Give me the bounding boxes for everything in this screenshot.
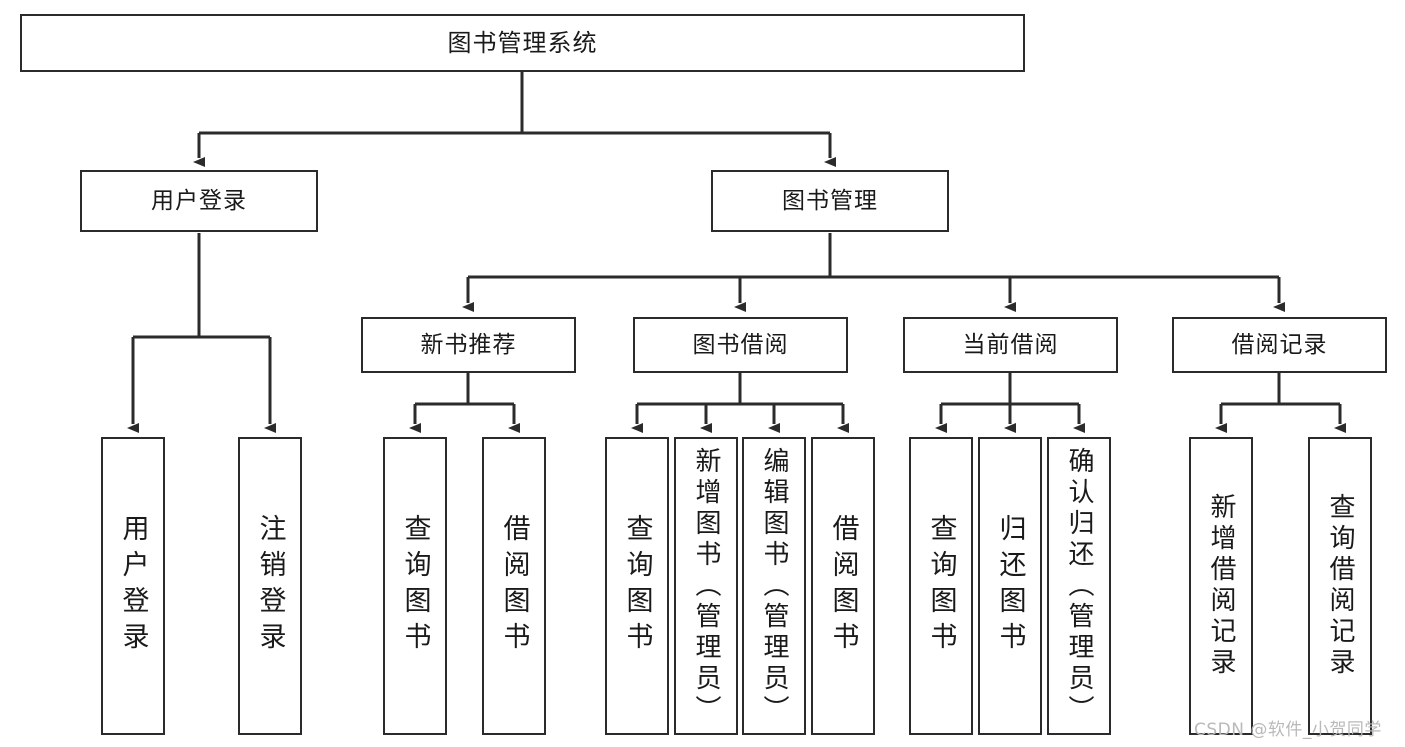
node-label: 图书管理	[782, 187, 878, 214]
leaf-logout[interactable]: 注销登录	[238, 437, 302, 735]
leaf-current-confirm-return-admin[interactable]: 确认归还（管理员）	[1047, 437, 1111, 735]
csdn-watermark: CSDN @软件_小贺同学	[1194, 720, 1382, 740]
node-label: 借阅图书	[498, 514, 530, 658]
leaf-recommend-borrow-book[interactable]: 借阅图书	[482, 437, 546, 735]
node-label: 用户登录	[117, 514, 149, 658]
node-label: 借阅记录	[1231, 331, 1328, 358]
node-user-login[interactable]: 用户登录	[80, 170, 318, 232]
leaf-borrow-query-book[interactable]: 查询图书	[605, 437, 669, 735]
node-root-system[interactable]: 图书管理系统	[20, 14, 1025, 72]
node-label: 图书借阅	[692, 331, 789, 358]
leaf-borrow-add-book-admin[interactable]: 新增图书（管理员）	[674, 437, 738, 735]
leaf-recommend-query-book[interactable]: 查询图书	[383, 437, 447, 735]
leaf-query-borrow-record[interactable]: 查询借阅记录	[1308, 437, 1372, 735]
leaf-borrow-borrow-book[interactable]: 借阅图书	[811, 437, 875, 735]
node-label: 确认归还（管理员）	[1064, 446, 1094, 726]
node-label: 查询借阅记录	[1325, 493, 1355, 679]
leaf-borrow-edit-book-admin[interactable]: 编辑图书（管理员）	[742, 437, 806, 735]
leaf-user-login[interactable]: 用户登录	[101, 437, 165, 735]
node-label: 查询图书	[621, 514, 653, 658]
node-label: 编辑图书（管理员）	[759, 446, 789, 726]
node-label: 新书推荐	[420, 331, 517, 358]
node-label: 借阅图书	[827, 514, 859, 658]
node-borrow-records[interactable]: 借阅记录	[1172, 317, 1387, 373]
node-label: 注销登录	[254, 514, 286, 658]
node-label: 查询图书	[399, 514, 431, 658]
node-book-borrow[interactable]: 图书借阅	[633, 317, 848, 373]
node-new-book-recommend[interactable]: 新书推荐	[361, 317, 576, 373]
node-label: 归还图书	[994, 514, 1026, 658]
node-label: 用户登录	[151, 187, 247, 214]
leaf-current-return-book[interactable]: 归还图书	[978, 437, 1042, 735]
node-label: 查询图书	[925, 514, 957, 658]
leaf-add-borrow-record[interactable]: 新增借阅记录	[1189, 437, 1253, 735]
node-label: 新增借阅记录	[1206, 493, 1236, 679]
node-label: 图书管理系统	[447, 29, 598, 57]
node-label: 当前借阅	[962, 331, 1059, 358]
leaf-current-query-book[interactable]: 查询图书	[909, 437, 973, 735]
node-current-borrow[interactable]: 当前借阅	[903, 317, 1118, 373]
node-book-management[interactable]: 图书管理	[711, 170, 949, 232]
node-label: 新增图书（管理员）	[691, 446, 721, 726]
